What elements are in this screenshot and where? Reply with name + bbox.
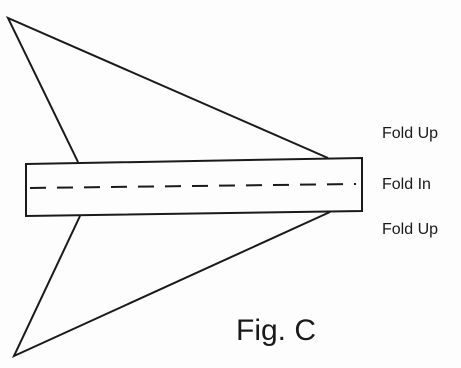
body-strip: [25, 156, 363, 218]
fold-in-dashed-line: [29, 183, 357, 189]
upper-wing-outline: [5, 15, 329, 163]
figure-caption: Fig. C: [236, 314, 317, 347]
fold-up-bottom-label: Fold Up: [382, 221, 439, 238]
lower-wing-outline: [11, 211, 331, 359]
fold-up-top-label: Fold Up: [382, 125, 439, 142]
fold-in-label: Fold In: [382, 176, 431, 193]
